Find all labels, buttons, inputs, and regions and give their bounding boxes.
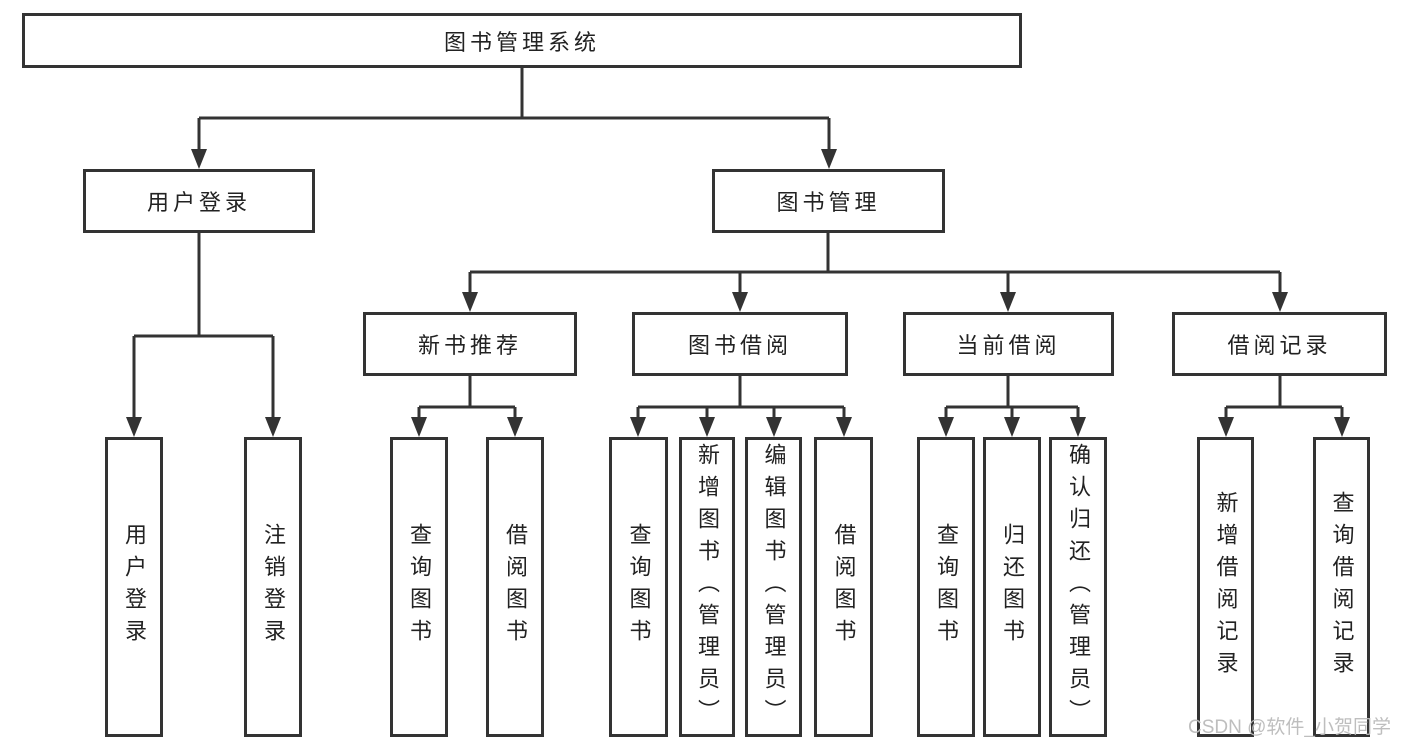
leaf-confirm-return-admin: 确认归还（管理员） (1049, 437, 1107, 737)
node-library-management-system-label: 图书管理系统 (443, 29, 600, 55)
leaf-logout-label: 注销登录 (261, 523, 286, 651)
leaf-add-borrow-record-label: 新增借阅记录 (1213, 491, 1239, 683)
leaf-return-book-label: 归还图书 (1000, 523, 1025, 651)
leaf-borrow-books-borrowing-label: 借阅图书 (831, 523, 857, 651)
node-borrowing-records: 借阅记录 (1172, 312, 1387, 376)
leaf-query-borrow-record: 查询借阅记录 (1313, 437, 1370, 737)
leaf-edit-book-admin-label: 编辑图书（管理员） (761, 443, 787, 731)
node-library-management-system: 图书管理系统 (22, 13, 1022, 68)
leaf-query-books-borrowing: 查询图书 (609, 437, 668, 737)
leaf-query-books-borrowing-label: 查询图书 (626, 523, 652, 651)
leaf-query-books-current: 查询图书 (917, 437, 975, 737)
leaf-add-borrow-record: 新增借阅记录 (1197, 437, 1254, 737)
node-new-book-recommend-label: 新书推荐 (417, 333, 522, 358)
watermark: CSDN @软件_小贺同学 (1188, 717, 1391, 738)
node-current-borrowing-label: 当前借阅 (956, 333, 1061, 358)
connector-paths (132, 68, 1344, 420)
node-current-borrowing: 当前借阅 (903, 312, 1114, 376)
leaf-add-book-admin-label: 新增图书（管理员） (695, 443, 720, 731)
leaf-return-book: 归还图书 (983, 437, 1041, 737)
node-borrowing-records-label: 借阅记录 (1227, 333, 1332, 358)
leaf-borrow-books-recommend-label: 借阅图书 (503, 523, 528, 651)
leaf-add-book-admin: 新增图书（管理员） (679, 437, 735, 737)
leaf-logout: 注销登录 (244, 437, 302, 737)
leaf-query-books-recommend: 查询图书 (390, 437, 448, 737)
node-new-book-recommend: 新书推荐 (363, 312, 577, 376)
leaf-borrow-books-recommend: 借阅图书 (486, 437, 544, 737)
leaf-query-books-recommend-label: 查询图书 (407, 523, 432, 651)
arrowheads (126, 149, 1350, 437)
node-book-borrowing: 图书借阅 (632, 312, 848, 376)
node-book-borrowing-label: 图书借阅 (687, 333, 792, 358)
node-book-management: 图书管理 (712, 169, 945, 233)
leaf-edit-book-admin: 编辑图书（管理员） (745, 437, 802, 737)
node-book-management-label: 图书管理 (776, 190, 881, 215)
leaf-confirm-return-admin-label: 确认归还（管理员） (1066, 443, 1091, 731)
node-user-login: 用户登录 (83, 169, 315, 233)
leaf-user-login-label: 用户登录 (122, 523, 147, 651)
leaf-query-borrow-record-label: 查询借阅记录 (1329, 491, 1355, 683)
node-user-login-label: 用户登录 (146, 190, 251, 215)
leaf-user-login: 用户登录 (105, 437, 163, 737)
leaf-query-books-current-label: 查询图书 (934, 523, 959, 651)
leaf-borrow-books-borrowing: 借阅图书 (814, 437, 873, 737)
